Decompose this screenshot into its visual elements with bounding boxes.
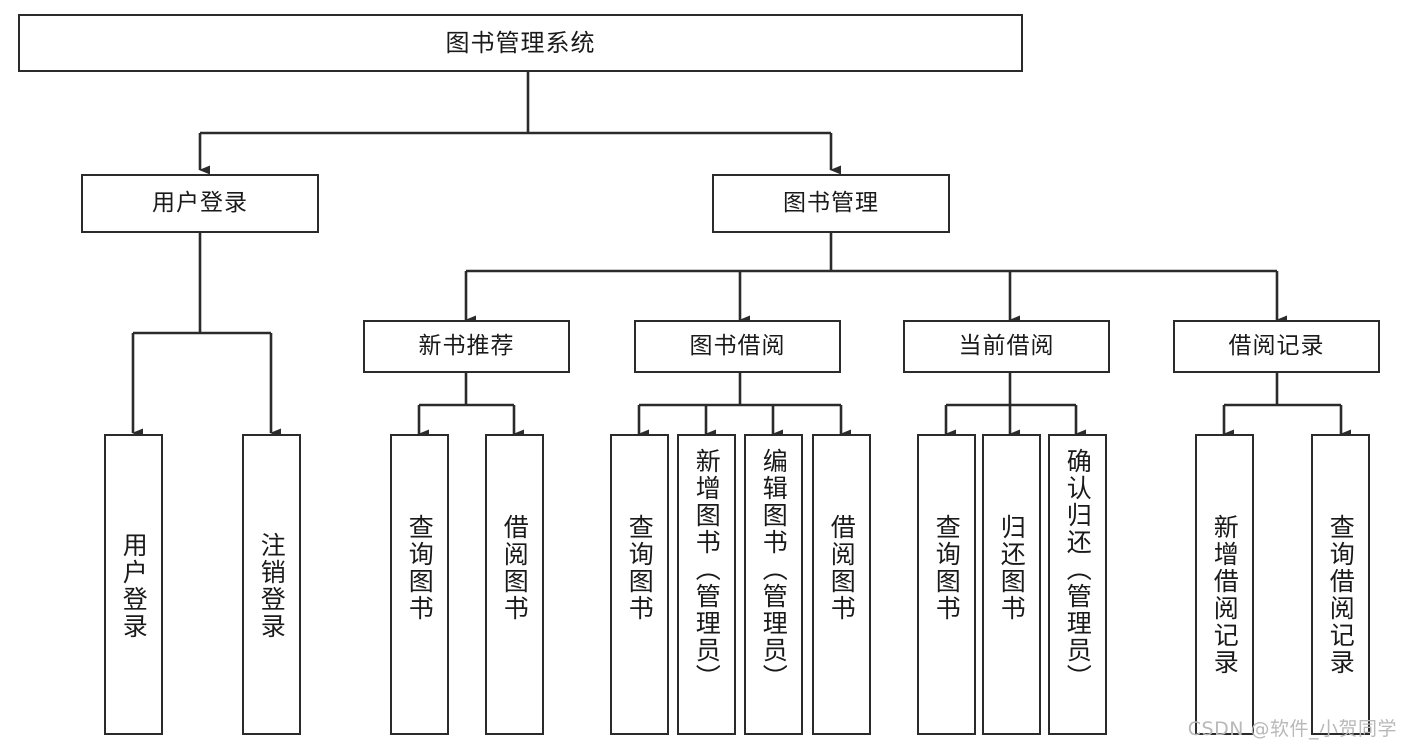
leaf-query-record-label: 查询借阅记录	[1326, 514, 1356, 676]
node-borrow-record-label: 借阅记录	[1228, 332, 1325, 359]
leaf-return-book-label: 归还图书	[997, 514, 1027, 622]
node-root-label: 图书管理系统	[445, 28, 596, 57]
leaf-user-logout[interactable]: 注销登录	[242, 434, 301, 735]
leaf-query-book-2-label: 查询图书	[625, 514, 655, 622]
leaf-query-book-1[interactable]: 查询图书	[390, 434, 449, 735]
leaf-add-book-label: 新增图书（管理员）	[692, 448, 722, 691]
node-borrow-record[interactable]: 借阅记录	[1173, 320, 1380, 373]
leaf-return-book[interactable]: 归还图书	[982, 434, 1041, 735]
leaf-borrow-book-2[interactable]: 借阅图书	[812, 434, 871, 735]
leaf-query-book-1-label: 查询图书	[405, 514, 435, 622]
node-current-borrow-label: 当前借阅	[958, 332, 1055, 359]
leaf-edit-book-label: 编辑图书（管理员）	[759, 448, 789, 691]
leaf-user-login[interactable]: 用户登录	[104, 434, 163, 735]
leaf-user-login-label: 用户登录	[119, 532, 149, 640]
node-book-borrow[interactable]: 图书借阅	[634, 320, 841, 373]
leaf-add-book[interactable]: 新增图书（管理员）	[677, 434, 736, 735]
node-user-login[interactable]: 用户登录	[81, 174, 319, 233]
node-book-manage-label: 图书管理	[783, 189, 879, 216]
leaf-query-record[interactable]: 查询借阅记录	[1311, 434, 1370, 735]
node-book-manage[interactable]: 图书管理	[712, 174, 950, 233]
node-new-book-recommend[interactable]: 新书推荐	[363, 320, 570, 373]
leaf-edit-book[interactable]: 编辑图书（管理员）	[744, 434, 803, 735]
leaf-query-book-3-label: 查询图书	[932, 514, 962, 622]
leaf-borrow-book-2-label: 借阅图书	[827, 514, 857, 622]
leaf-confirm-return-label: 确认归还（管理员）	[1063, 448, 1093, 691]
node-new-book-recommend-label: 新书推荐	[418, 332, 515, 359]
leaf-confirm-return[interactable]: 确认归还（管理员）	[1048, 434, 1107, 735]
leaf-borrow-book-1-label: 借阅图书	[500, 514, 530, 622]
leaf-add-record-label: 新增借阅记录	[1210, 514, 1240, 676]
node-current-borrow[interactable]: 当前借阅	[903, 320, 1110, 373]
leaf-query-book-2[interactable]: 查询图书	[610, 434, 669, 735]
node-book-borrow-label: 图书借阅	[689, 332, 786, 359]
csdn-watermark: CSDN @软件_小贺同学	[1187, 718, 1397, 740]
leaf-query-book-3[interactable]: 查询图书	[917, 434, 976, 735]
leaf-add-record[interactable]: 新增借阅记录	[1195, 434, 1254, 735]
node-root[interactable]: 图书管理系统	[18, 14, 1023, 72]
node-user-login-label: 用户登录	[152, 189, 248, 216]
leaf-borrow-book-1[interactable]: 借阅图书	[485, 434, 544, 735]
leaf-user-logout-label: 注销登录	[257, 532, 287, 640]
